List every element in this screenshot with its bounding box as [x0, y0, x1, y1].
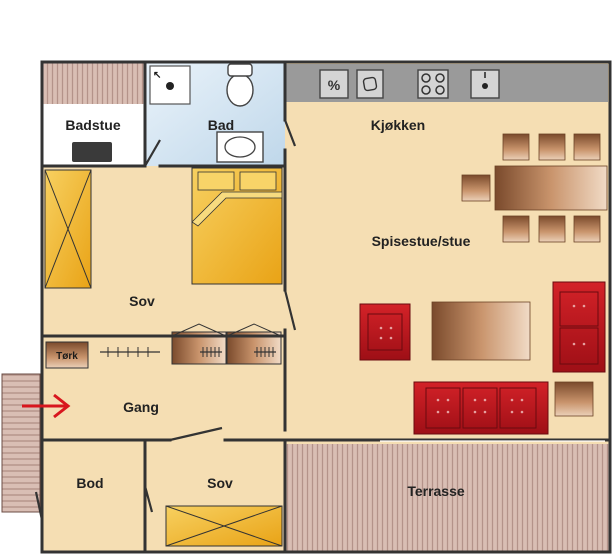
toilet-tank	[227, 63, 253, 77]
dishwasher-icon	[319, 69, 349, 99]
side-table	[554, 381, 594, 417]
drying-cabinet	[45, 341, 89, 369]
chair	[573, 215, 601, 243]
coffee-table	[431, 301, 531, 361]
burner	[421, 73, 431, 83]
sofa-bottom	[413, 381, 549, 435]
doors	[34, 119, 297, 521]
kitchen-sink-basin	[362, 76, 378, 92]
wardrobe-cross	[44, 169, 92, 289]
terrasse-deck	[286, 444, 610, 552]
shower-icon	[149, 65, 191, 105]
room-label-spisestue: Spisestue/stue	[372, 233, 471, 249]
dining-table	[494, 165, 608, 211]
bed-cover-fold	[191, 191, 283, 227]
room-label-bad: Bad	[208, 117, 234, 133]
chair	[502, 215, 530, 243]
sink-basin	[224, 136, 256, 158]
dishwasher-glyph: %	[328, 77, 341, 93]
armchair-seat	[367, 313, 403, 351]
bed-cross	[165, 505, 283, 547]
fridge-knob	[482, 83, 488, 89]
closet-door	[171, 323, 227, 337]
coat-hooks	[107, 347, 149, 357]
chair	[573, 133, 601, 161]
burner	[421, 85, 431, 95]
chair	[538, 215, 566, 243]
walls	[40, 60, 612, 554]
room-label-sov-main: Sov	[129, 293, 155, 309]
sink-kitchen-icon	[356, 69, 384, 99]
hangers	[202, 347, 274, 357]
sofa-cushion	[462, 387, 498, 429]
stove-icon	[417, 69, 449, 99]
room-label-sov-small: Sov	[207, 475, 233, 491]
burner	[435, 85, 445, 95]
room-label-bod: Bod	[76, 475, 103, 491]
shower-head-icon: ↖	[153, 70, 161, 81]
entrance-step	[1, 373, 41, 513]
room-label-gang: Gang	[123, 399, 159, 415]
pillow	[239, 171, 277, 191]
sauna-heater-icon	[72, 142, 112, 162]
toilet-icon	[226, 73, 254, 107]
entry-arrow-icon	[22, 393, 71, 419]
chair	[538, 133, 566, 161]
room-label-tork: Tørk	[56, 351, 78, 362]
room-label-badstue: Badstue	[65, 117, 120, 133]
sofa-cushion	[425, 387, 461, 429]
chair	[502, 133, 530, 161]
chair	[461, 174, 491, 202]
burner	[435, 73, 445, 83]
sofa-cushion	[499, 387, 537, 429]
sofa-cushion	[559, 327, 599, 365]
pillow	[197, 171, 235, 191]
shower-drain	[166, 82, 174, 90]
sofa-cushion	[559, 291, 599, 327]
room-label-terrasse: Terrasse	[407, 483, 465, 499]
closet-door	[226, 323, 282, 337]
sofa-right	[552, 281, 606, 373]
badstue-bench	[42, 62, 145, 104]
cushion-buttons	[379, 304, 586, 414]
room-label-kjokken: Kjøkken	[371, 117, 425, 133]
